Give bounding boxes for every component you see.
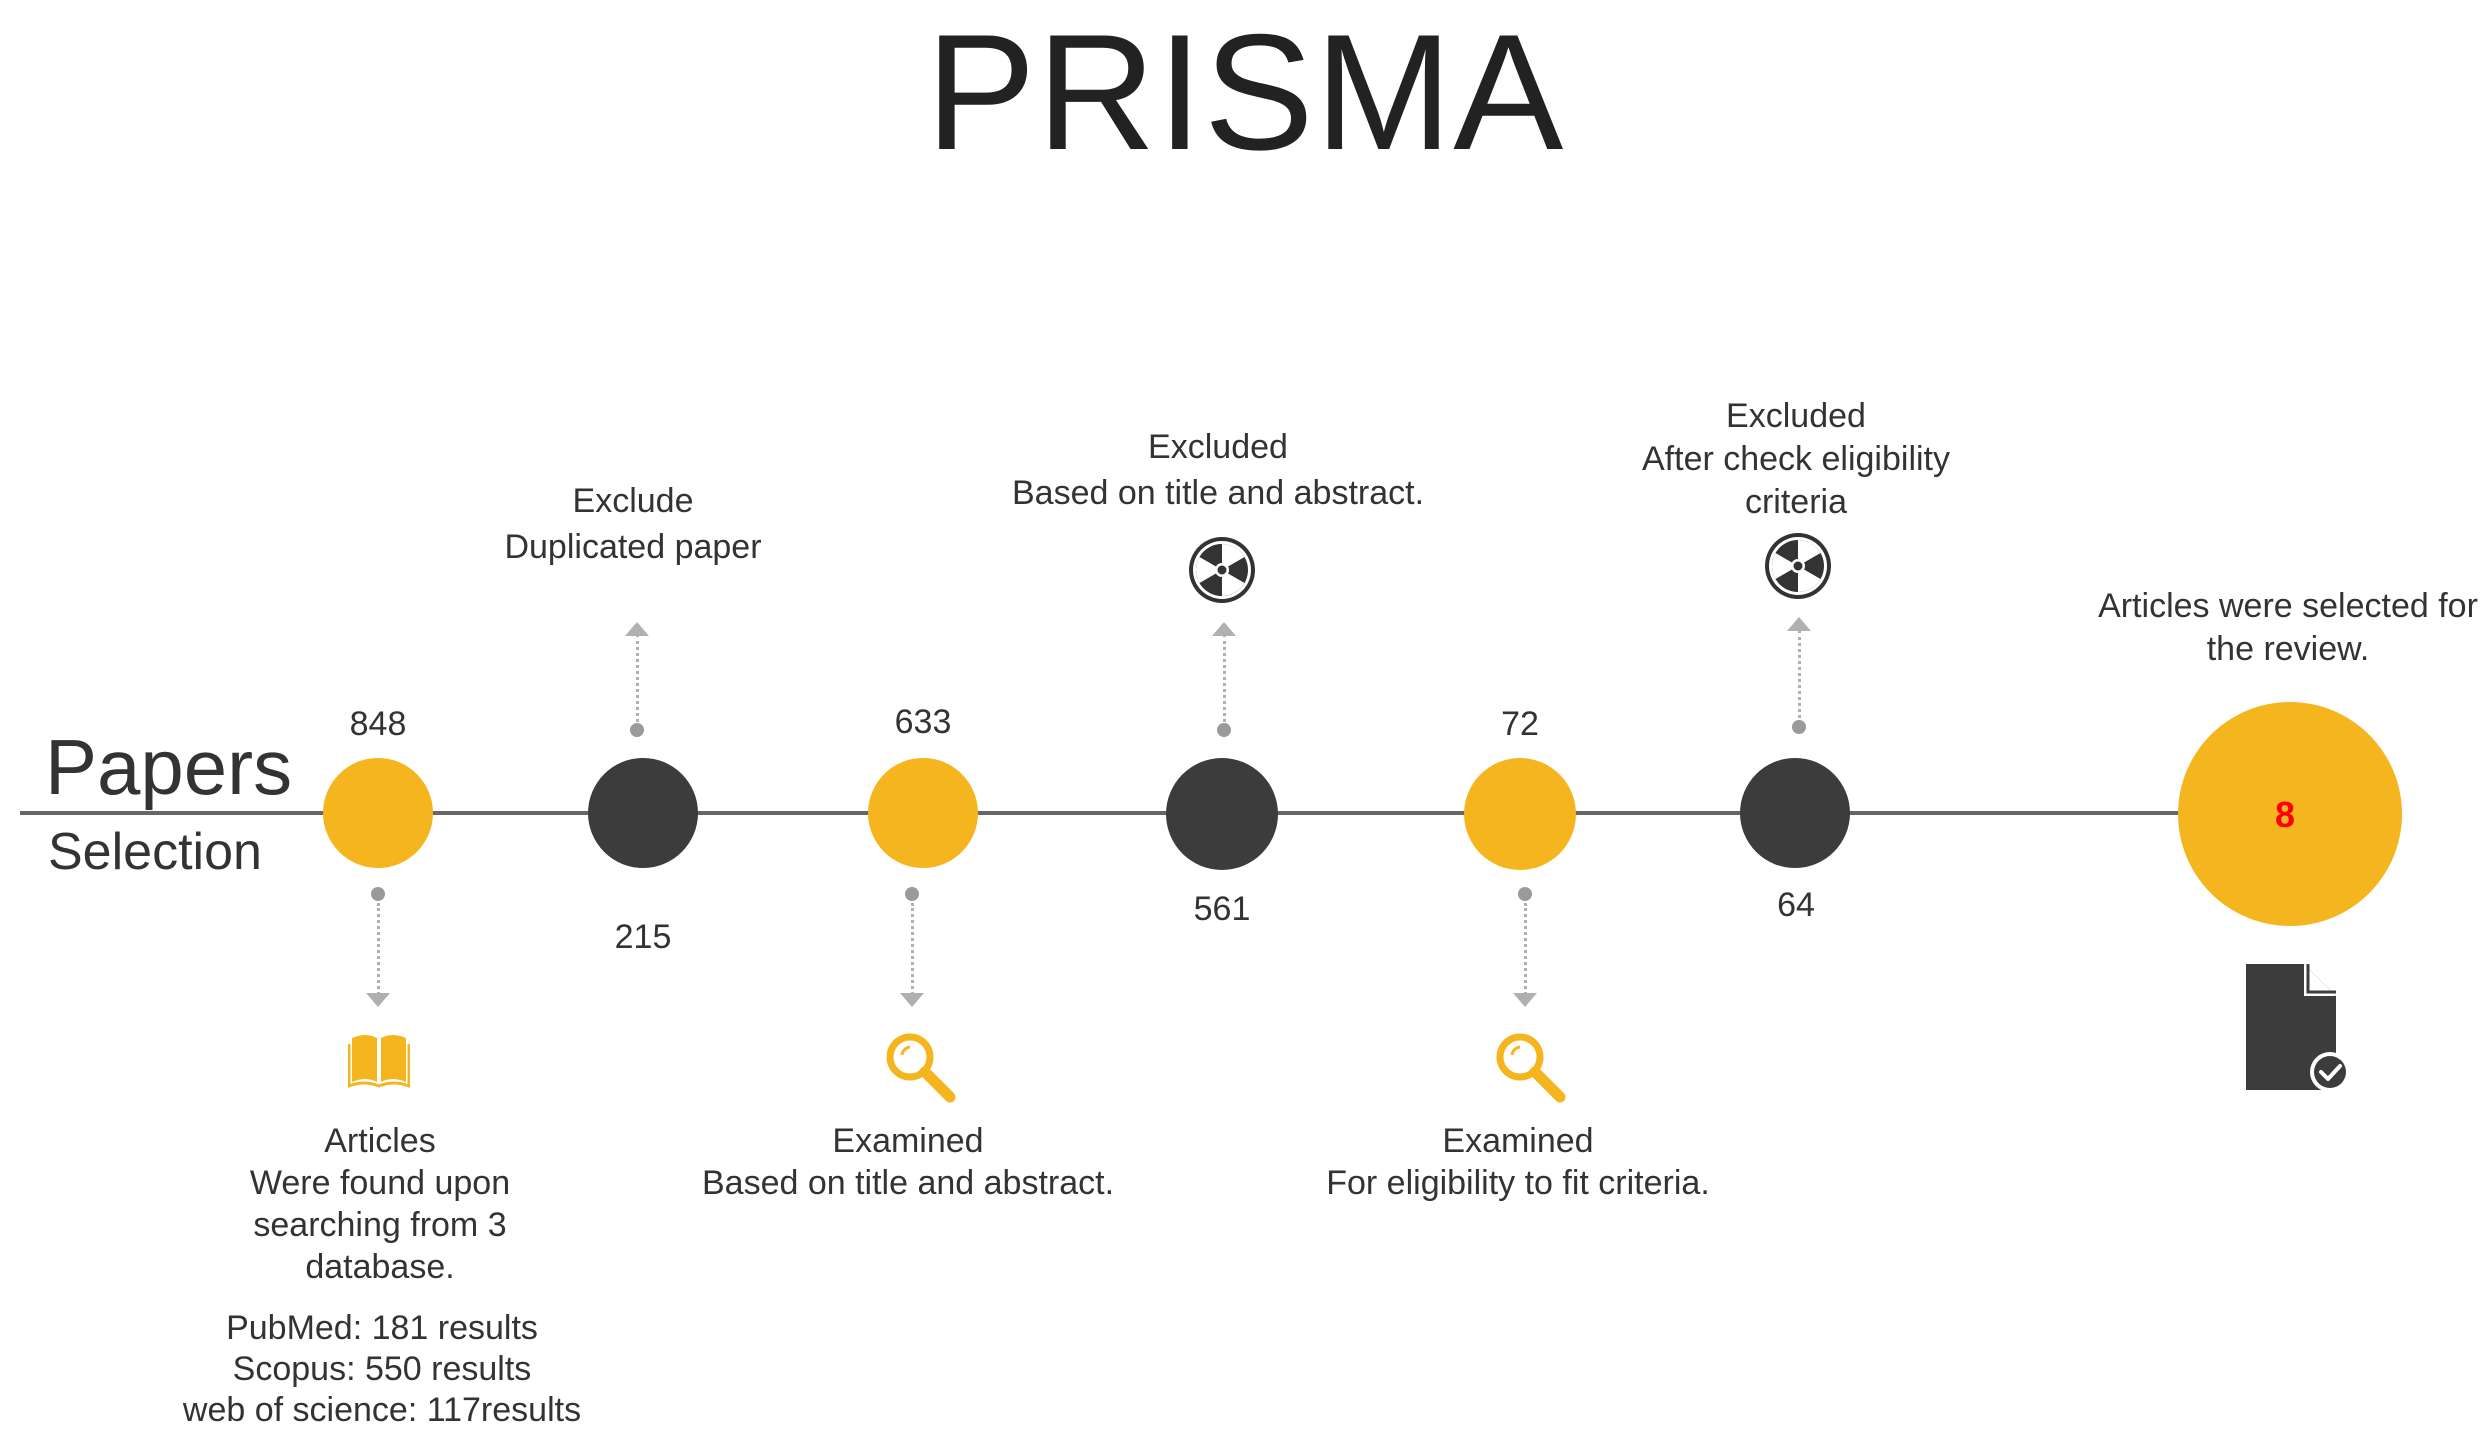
document-check-icon [2246, 964, 2350, 1092]
book-icon [348, 1035, 410, 1088]
source-scopus: Scopus: 550 results [232, 1350, 532, 1388]
selection-label: Selection [48, 823, 262, 881]
connector-line [377, 903, 380, 995]
note-selected-line1: Articles were selected for [2098, 587, 2478, 625]
note-exclude-duplicates: Exclude Duplicated paper [504, 478, 761, 570]
count-eligibility: 72 [1501, 705, 1539, 743]
note-selected-line2: the review. [2206, 630, 2370, 668]
node-screened [868, 758, 978, 868]
node-eligibility [1464, 758, 1576, 870]
note-examined-title-line2: Based on title and abstract. [701, 1164, 1115, 1202]
note-selected: Articles were selected for the review. [2098, 585, 2478, 671]
connector-line [1524, 903, 1527, 995]
node-excluded-eligibility [1740, 758, 1850, 868]
note-found-line3: searching from 3 [253, 1206, 507, 1244]
count-duplicates: 215 [614, 918, 672, 956]
arrow-down-icon [900, 993, 924, 1007]
connector-dot [630, 723, 644, 737]
radiation-icon [1765, 533, 1831, 599]
note-found: Articles Were found upon searching from … [250, 1120, 510, 1288]
page-title: PRISMA [925, 0, 1565, 184]
count-identified: 848 [349, 705, 407, 743]
note-excluded-elig-line3: criteria [1744, 483, 1848, 521]
magnifier-icon [1496, 1033, 1566, 1103]
node-duplicates [588, 758, 698, 868]
count-screened: 633 [894, 703, 952, 741]
source-pubmed: PubMed: 181 results [226, 1309, 538, 1347]
radiation-icon [1189, 537, 1255, 603]
connector-dot [1217, 723, 1231, 737]
node-included [2178, 702, 2402, 926]
note-examined-title-line1: Examined [832, 1122, 984, 1160]
note-excluded-title: Excluded Based on title and abstract. [1012, 424, 1424, 516]
note-examined-elig-line1: Examined [1442, 1122, 1594, 1160]
count-excluded-eligibility: 64 [1777, 886, 1815, 924]
node-excluded-title [1166, 758, 1278, 870]
note-examined-title: Examined Based on title and abstract. [702, 1120, 1114, 1204]
connector-dot [371, 887, 385, 901]
note-found-line2: Were found upon [249, 1164, 511, 1202]
arrow-down-icon [366, 993, 390, 1007]
arrow-down-icon [1513, 993, 1537, 1007]
note-found-line1: Articles [324, 1122, 436, 1160]
timeline-line [20, 811, 2180, 815]
source-wos: web of science: 117results [182, 1391, 582, 1429]
connector-dot [1518, 887, 1532, 901]
note-examined-eligibility: Examined For eligibility to fit criteria… [1326, 1120, 1710, 1204]
arrow-up-icon [625, 622, 649, 636]
count-excluded-title: 561 [1193, 890, 1251, 928]
note-excluded-elig-line1: Excluded [1726, 397, 1866, 435]
arrow-up-icon [1787, 617, 1811, 631]
note-excluded-title-line2: Based on title and abstract. [1011, 474, 1425, 512]
papers-label: Papers [45, 723, 293, 811]
note-excluded-eligibility: Excluded After check eligibility criteri… [1642, 395, 1950, 524]
note-found-line4: database. [305, 1248, 455, 1286]
arrow-up-icon [1212, 622, 1236, 636]
connector-line [911, 903, 914, 995]
connector-line [1223, 634, 1226, 722]
note-excluded-elig-line2: After check eligibility [1641, 440, 1951, 478]
note-sources: PubMed: 181 results Scopus: 550 results … [183, 1308, 581, 1431]
magnifier-icon [886, 1033, 956, 1103]
connector-line [1798, 630, 1801, 718]
note-examined-elig-line2: For eligibility to fit criteria. [1326, 1164, 1710, 1202]
note-exclude-dup-line2: Duplicated paper [504, 528, 762, 566]
note-excluded-title-line1: Excluded [1148, 428, 1288, 466]
note-exclude-dup-line1: Exclude [572, 482, 694, 520]
count-included: 8 [2274, 794, 2296, 835]
connector-dot [1792, 720, 1806, 734]
connector-dot [905, 887, 919, 901]
connector-line [636, 634, 639, 722]
node-identified [323, 758, 433, 868]
